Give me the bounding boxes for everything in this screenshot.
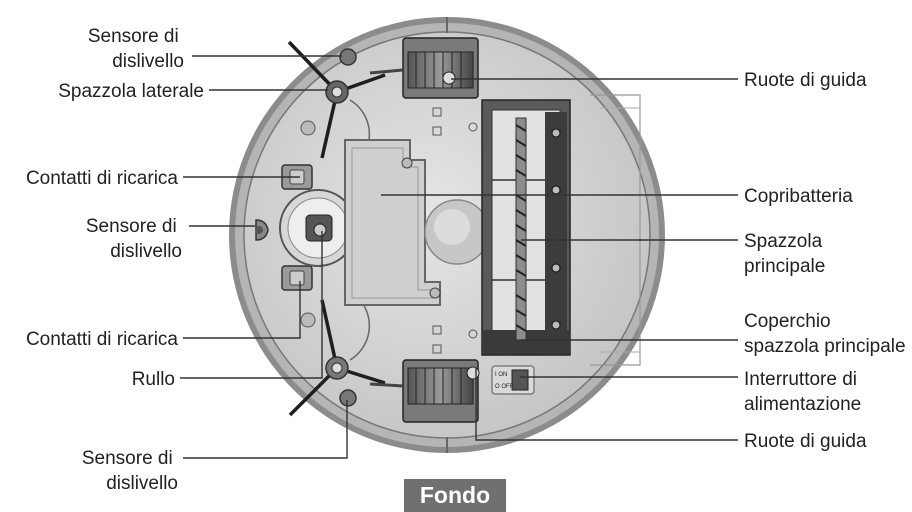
labels-right: Ruote di guida Copribatteria Spazzola pr…: [744, 70, 906, 452]
leader-cliff-sensor-bottom: [183, 400, 348, 459]
side-brush: [287, 40, 386, 159]
switch-off-mark: O OFF: [495, 384, 514, 390]
leader-roller: [180, 231, 323, 379]
label-charging-contacts-top: Contatti di ricarica: [26, 168, 178, 189]
cliff-sensor-mid: [255, 219, 269, 241]
label-power-switch: Interruttore di alimentazione: [744, 369, 862, 415]
main-brush: [515, 117, 527, 341]
center-port: [424, 199, 490, 265]
leader-drive-wheels-bottom: [475, 368, 738, 441]
label-main-brush-cover: Coperchio spazzola principale: [744, 311, 906, 357]
cliff-sensor-top: [339, 48, 357, 66]
battery-cover: [344, 139, 441, 306]
label-cliff-sensor-mid: Sensore di dislivello: [86, 216, 182, 262]
label-side-brush: Spazzola laterale: [58, 81, 204, 102]
label-cliff-sensor-top: Sensore di dislivello: [88, 26, 184, 72]
caption-fondo: Fondo: [404, 479, 506, 512]
drive-wheel-top: [369, 37, 479, 99]
label-roller: Rullo: [132, 369, 175, 390]
cliff-sensor-bottom: [339, 389, 357, 407]
labels-left: Sensore di dislivello Spazzola laterale …: [26, 26, 204, 494]
middle-fixings: [432, 107, 478, 354]
label-drive-wheels-bottom: Ruote di guida: [744, 431, 867, 452]
label-drive-wheels-top: Ruote di guida: [744, 70, 867, 91]
leader-lines: [180, 55, 738, 459]
charging-contact-bottom: [281, 265, 313, 291]
leader-charging-contacts-bottom: [183, 281, 301, 339]
side-brush-lower: [288, 299, 386, 417]
label-main-brush: Spazzola principale: [744, 231, 827, 277]
left-body-details: [300, 99, 371, 361]
label-charging-contacts-bottom: Contatti di ricarica: [26, 329, 178, 350]
drive-wheel-bottom: [369, 359, 480, 423]
label-battery-cover: Copribatteria: [744, 186, 853, 207]
label-cliff-sensor-bottom: Sensore di dislivello: [82, 448, 178, 494]
power-switch: I ON O OFF: [491, 365, 535, 395]
switch-on-mark: I ON: [495, 372, 507, 378]
